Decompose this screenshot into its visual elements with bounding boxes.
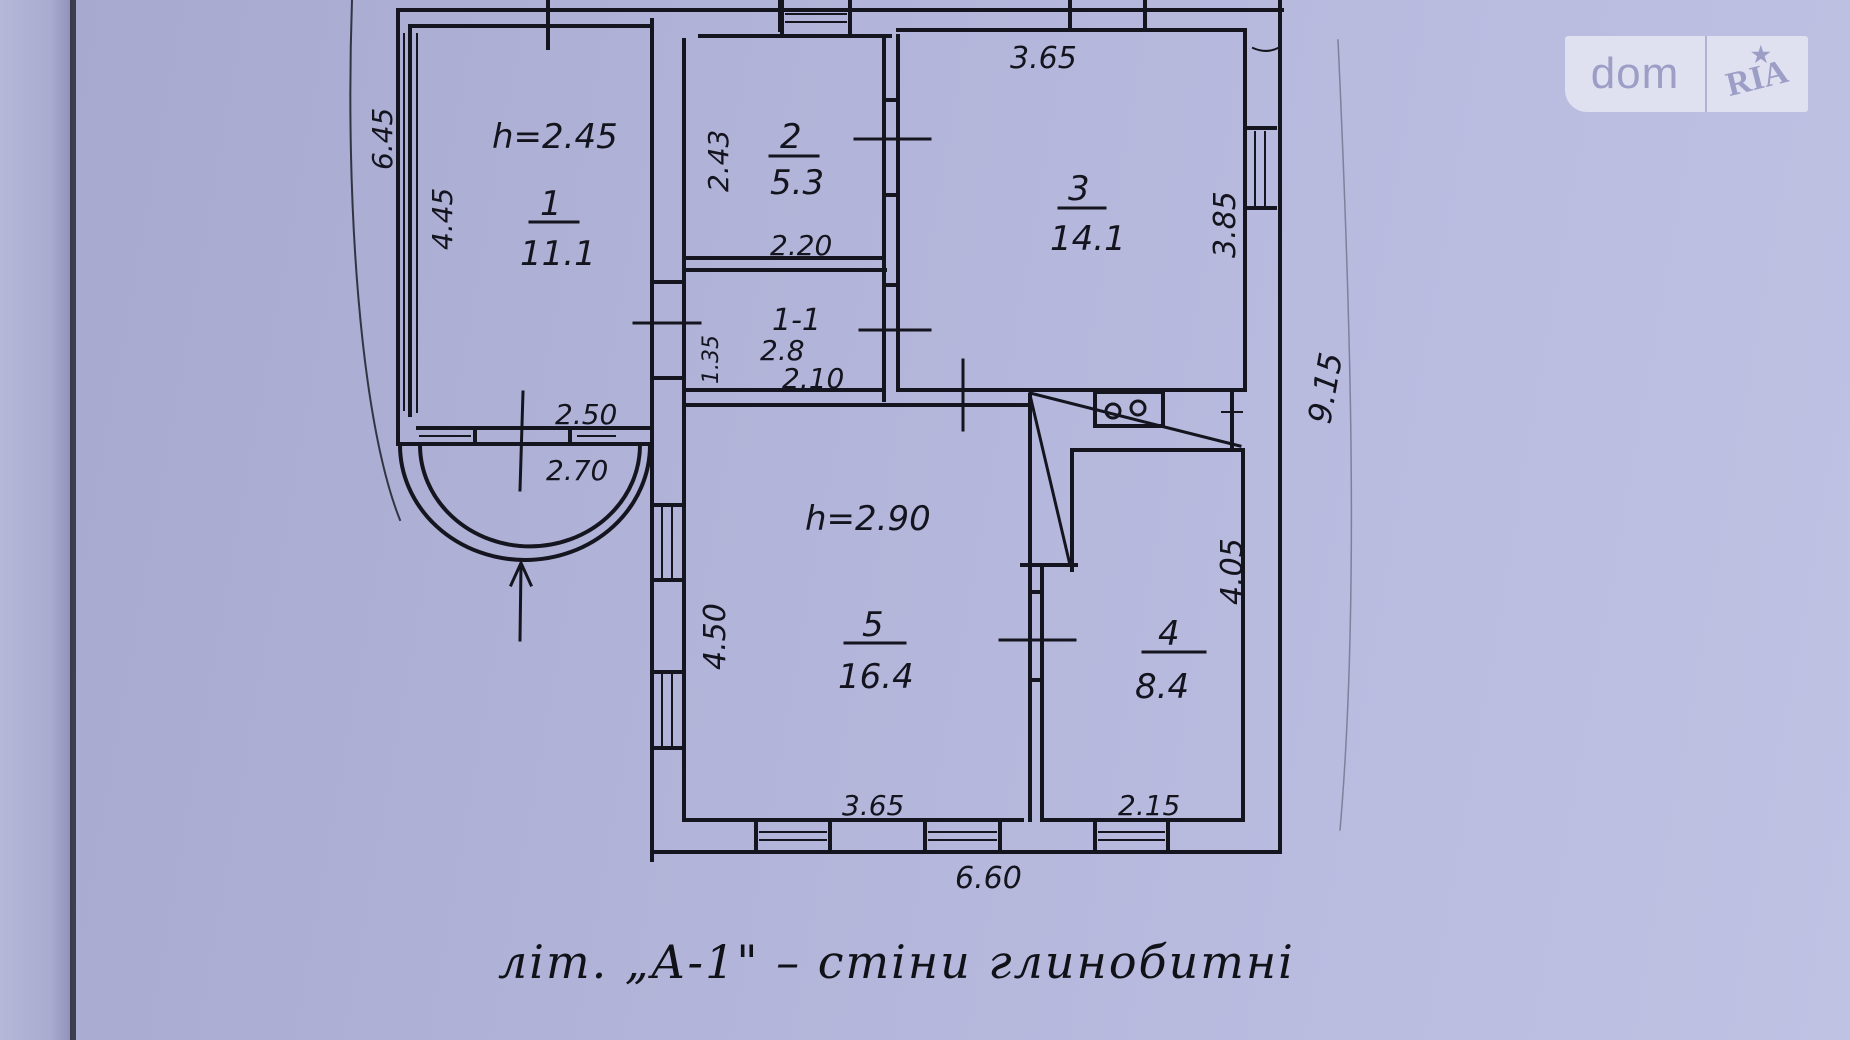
room-3-side-dim: 3.85 <box>1208 191 1243 258</box>
room-4-area: 8.4 <box>1135 667 1189 707</box>
room-1-side-dim: 4.45 <box>426 188 459 250</box>
room-5-number: 5 <box>862 605 884 645</box>
room-5-height-label: h=2.90 <box>805 499 931 539</box>
room-1-number: 1 <box>540 184 562 224</box>
room-1-1-side-dim: 1.35 <box>699 335 724 384</box>
star-icon: ★ <box>1751 42 1771 67</box>
room-1-height-label: h=2.45 <box>492 117 618 157</box>
guide-curve-left <box>349 0 402 522</box>
room-1-1-bottom-dim: 2.10 <box>782 362 844 395</box>
porch-inner-dim: 2.50 <box>555 398 617 431</box>
room-2-bottom-dim: 2.20 <box>770 229 832 262</box>
room-2-side-dim: 2.43 <box>702 130 735 192</box>
paper-edge-shadow <box>70 0 76 1040</box>
domria-watermark-logo: dom ★ RIA <box>1565 36 1808 112</box>
room-1-1-number: 1-1 <box>772 303 821 338</box>
porch-outer-dim: 2.70 <box>546 454 608 487</box>
logo-ria-block: ★ RIA <box>1707 36 1808 112</box>
room-2-area: 5.3 <box>770 163 824 203</box>
room-3-top-dim: 3.65 <box>1010 41 1077 76</box>
plan-caption: літ. „А-1" – стіни глинобитні <box>498 935 1295 989</box>
room-2-number: 2 <box>780 117 802 157</box>
room-4-number: 4 <box>1158 614 1180 654</box>
room-4-bottom-dim: 2.15 <box>1118 789 1180 822</box>
room-5-area: 16.4 <box>838 657 914 697</box>
plan-paper-sheet <box>76 0 1850 1040</box>
overall-left-dim: 6.45 <box>366 108 399 170</box>
room-1-area: 11.1 <box>520 234 596 274</box>
room-4-side-dim: 4.05 <box>1215 538 1250 605</box>
logo-ria-text: RIA <box>1722 53 1793 105</box>
room-3-area: 14.1 <box>1050 219 1126 259</box>
overall-right-dim: 9.15 <box>1300 350 1350 427</box>
room-5-side-dim: 4.50 <box>698 603 733 670</box>
overall-bottom-dim: 6.60 <box>955 861 1022 896</box>
room-1-1-area: 2.8 <box>760 334 805 367</box>
room-5-bottom-dim: 3.65 <box>842 789 904 822</box>
background-page-edge <box>0 0 72 1040</box>
logo-dom-text: dom <box>1565 36 1707 112</box>
room-3-number: 3 <box>1068 169 1090 209</box>
